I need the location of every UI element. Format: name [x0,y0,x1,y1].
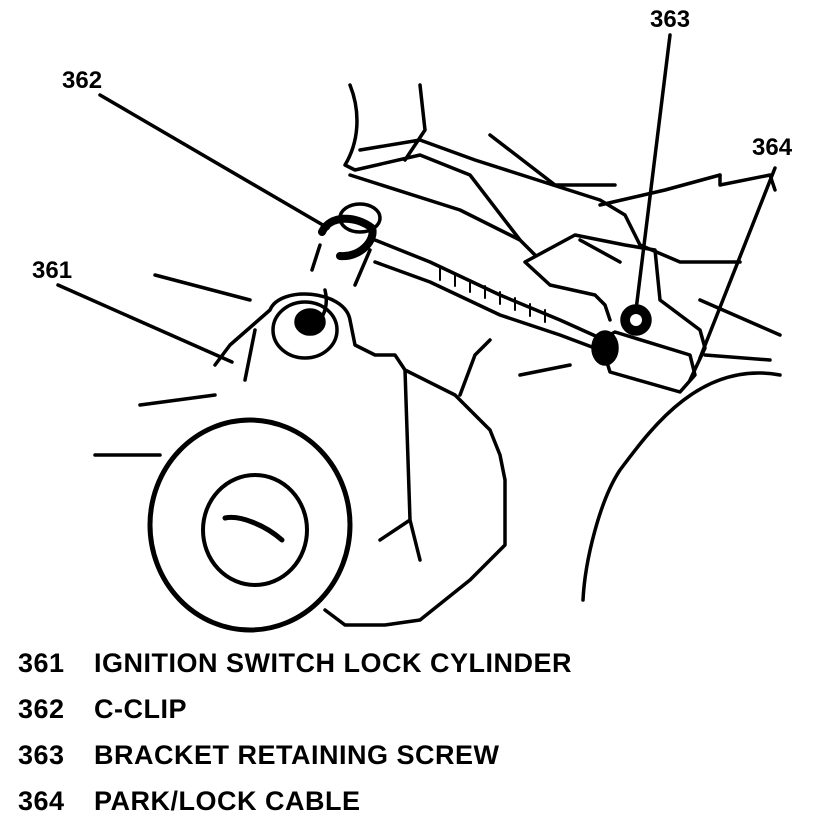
cable-ridges [439,267,546,323]
lock-cylinder-bezel [147,417,353,633]
leader-line-363 [634,33,672,312]
cable-end-housing [598,330,697,394]
legend-number: 361 [18,648,65,678]
lock-cylinder-face [201,473,309,587]
legend-row: 363 BRACKET RETAINING SCREW [18,740,808,786]
lock-cylinder-body [213,292,507,627]
c-clip [318,214,377,261]
ignition-lock-diagram: 361 362 363 364 [32,6,793,633]
legend-number: 362 [18,694,65,724]
callout-364: 364 [752,134,793,161]
legend-row: 361 IGNITION SWITCH LOCK CYLINDER [18,648,808,694]
legend-number: 364 [18,786,65,816]
callout-361: 361 [32,257,72,284]
lower-column-lines [93,273,572,457]
column-housing-outline [343,83,742,264]
side-panel-outline [581,173,782,602]
legend-row: 364 PARK/LOCK CABLE [18,786,808,832]
legend-description: IGNITION SWITCH LOCK CYLINDER [94,648,572,678]
park-lock-cable [373,238,602,352]
leader-line-362 [98,93,330,230]
legend-row: 362 C-CLIP [18,694,808,740]
legend-description: PARK/LOCK CABLE [94,786,361,816]
leader-line-364 [698,166,777,360]
legend-description: BRACKET RETAINING SCREW [94,740,500,770]
callout-362: 362 [62,67,102,94]
legend-description: C-CLIP [94,694,187,724]
legend-number: 363 [18,740,65,770]
cylinder-mount [271,300,339,360]
parts-legend: 361 IGNITION SWITCH LOCK CYLINDER 362 C-… [18,648,808,832]
cylinder-mount-bore [294,308,326,336]
key-slot [222,514,285,543]
cable-end-fitting [591,330,619,366]
leader-line-361 [56,283,234,364]
callout-363: 363 [650,6,690,33]
